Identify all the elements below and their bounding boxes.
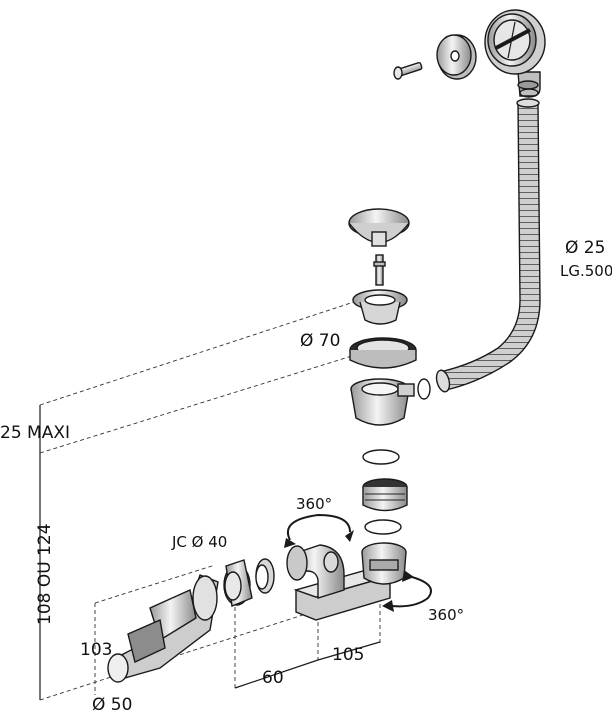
overflow-cover-plate bbox=[436, 34, 477, 80]
label-rotation-top: 360° bbox=[296, 495, 332, 513]
washer-1 bbox=[362, 449, 400, 465]
plug-stem bbox=[373, 254, 386, 286]
threaded-nut bbox=[362, 478, 408, 512]
label-diameter-50: Ø 50 bbox=[92, 695, 132, 715]
overflow-body bbox=[484, 9, 546, 97]
elbow-connector bbox=[286, 544, 345, 599]
label-dim-103: 103 bbox=[80, 640, 112, 660]
overflow-screw bbox=[393, 61, 423, 80]
dim-60-line bbox=[234, 659, 319, 689]
rotation-arrow-top bbox=[284, 513, 354, 548]
label-length-500: LG.500 bbox=[560, 262, 612, 280]
overflow-o-ring bbox=[519, 88, 539, 98]
bath-gasket-70 bbox=[349, 337, 417, 369]
dim-105-line bbox=[317, 641, 381, 661]
label-jc-40: JC Ø 40 bbox=[171, 533, 227, 551]
rotation-arrow-right bbox=[382, 570, 432, 612]
label-diameter-25: Ø 25 bbox=[565, 238, 605, 258]
outlet-pipe-50 bbox=[107, 574, 219, 683]
overflow-assembly bbox=[393, 9, 546, 98]
dashed-line-top-2 bbox=[39, 354, 356, 454]
waste-body bbox=[350, 378, 415, 426]
label-rotation-right: 360° bbox=[428, 606, 464, 624]
flexible-hose bbox=[435, 98, 541, 393]
label-diameter-70: Ø 70 bbox=[300, 331, 340, 351]
label-range-108-124: 108 OU 124 bbox=[35, 523, 55, 625]
compression-ring bbox=[255, 558, 275, 594]
label-dim-60: 60 bbox=[262, 668, 284, 688]
plug-cap bbox=[348, 208, 410, 247]
strainer-flange bbox=[352, 289, 408, 325]
compression-nut bbox=[223, 559, 253, 607]
hose-o-ring bbox=[417, 378, 431, 400]
label-max-25: 25 MAXI bbox=[0, 423, 70, 443]
dashed-line-top-1 bbox=[39, 299, 361, 406]
label-dim-105: 105 bbox=[332, 645, 364, 665]
dimension-lines bbox=[39, 299, 381, 701]
washer-2 bbox=[364, 519, 402, 535]
